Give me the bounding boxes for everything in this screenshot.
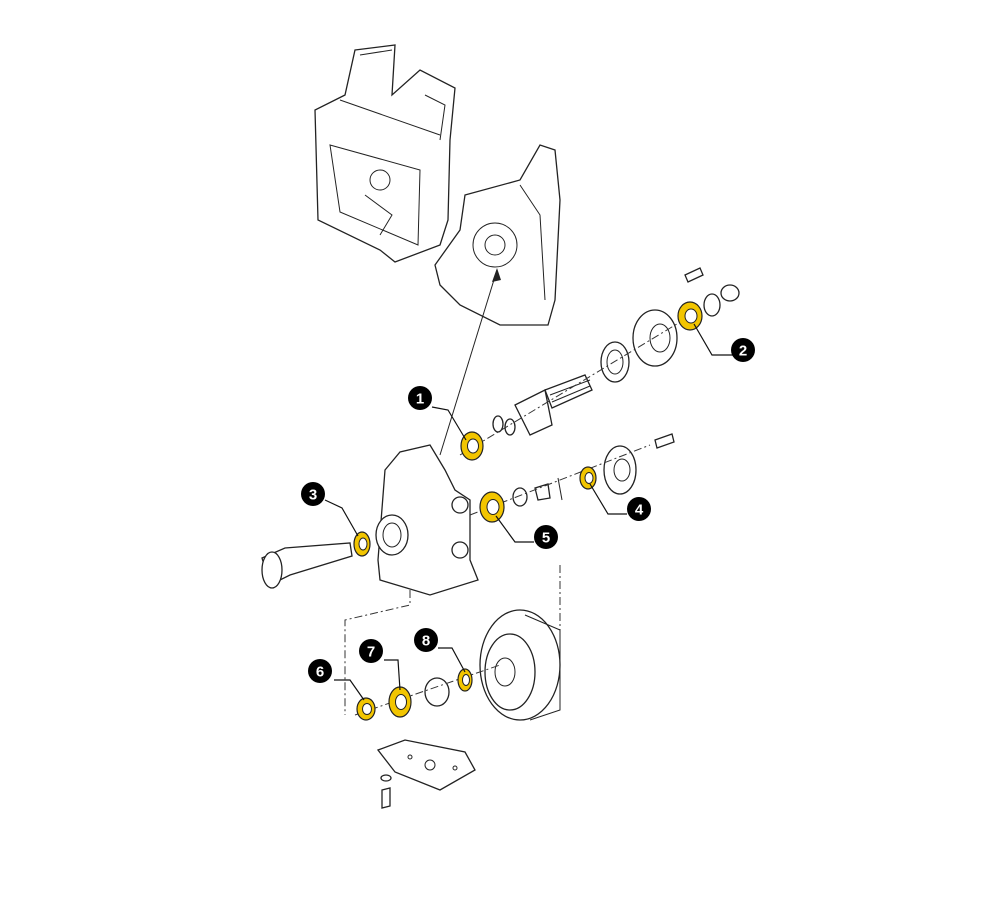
circlip <box>703 293 721 317</box>
output-shaft <box>261 542 353 589</box>
callout-badge <box>359 639 383 663</box>
callout-4: 4 <box>627 497 651 521</box>
callout-label: 3 <box>309 487 317 504</box>
callout-label: 5 <box>542 530 550 547</box>
spacer-sleeve <box>424 677 450 707</box>
callout-label: 7 <box>367 644 375 661</box>
callout-badge <box>627 497 651 521</box>
callout-badge <box>534 525 558 549</box>
seal-ring <box>600 341 630 383</box>
bolt <box>684 267 704 283</box>
gearbox-housing <box>375 444 479 596</box>
callout-badge <box>731 338 755 362</box>
washer <box>720 284 740 302</box>
side-cover <box>603 445 637 495</box>
blower-housing-front <box>434 144 561 326</box>
callout-badge <box>414 628 438 652</box>
callout-label: 1 <box>416 391 424 408</box>
highlighted-parts <box>353 301 703 721</box>
callout-6: 6 <box>308 659 332 683</box>
bevel-gear <box>479 609 561 721</box>
callout-badge <box>301 482 325 506</box>
callout-2: 2 <box>731 338 755 362</box>
callout-1: 1 <box>408 386 432 410</box>
callout-label: 8 <box>422 633 430 650</box>
callout-badge <box>408 386 432 410</box>
callout-label: 6 <box>316 664 324 681</box>
pinion-shaft <box>514 374 593 436</box>
callout-5: 5 <box>534 525 558 549</box>
callout-8: 8 <box>414 628 438 652</box>
callout-3: 3 <box>301 482 325 506</box>
callout-7: 7 <box>359 639 383 663</box>
callout-label: 4 <box>635 502 644 519</box>
callout-badge <box>308 659 332 683</box>
callout-label: 2 <box>739 343 747 360</box>
assembly-arrow <box>439 269 498 456</box>
blower-housing-rear <box>314 44 456 263</box>
base-plate <box>376 739 476 791</box>
bearing-cover <box>632 309 678 367</box>
